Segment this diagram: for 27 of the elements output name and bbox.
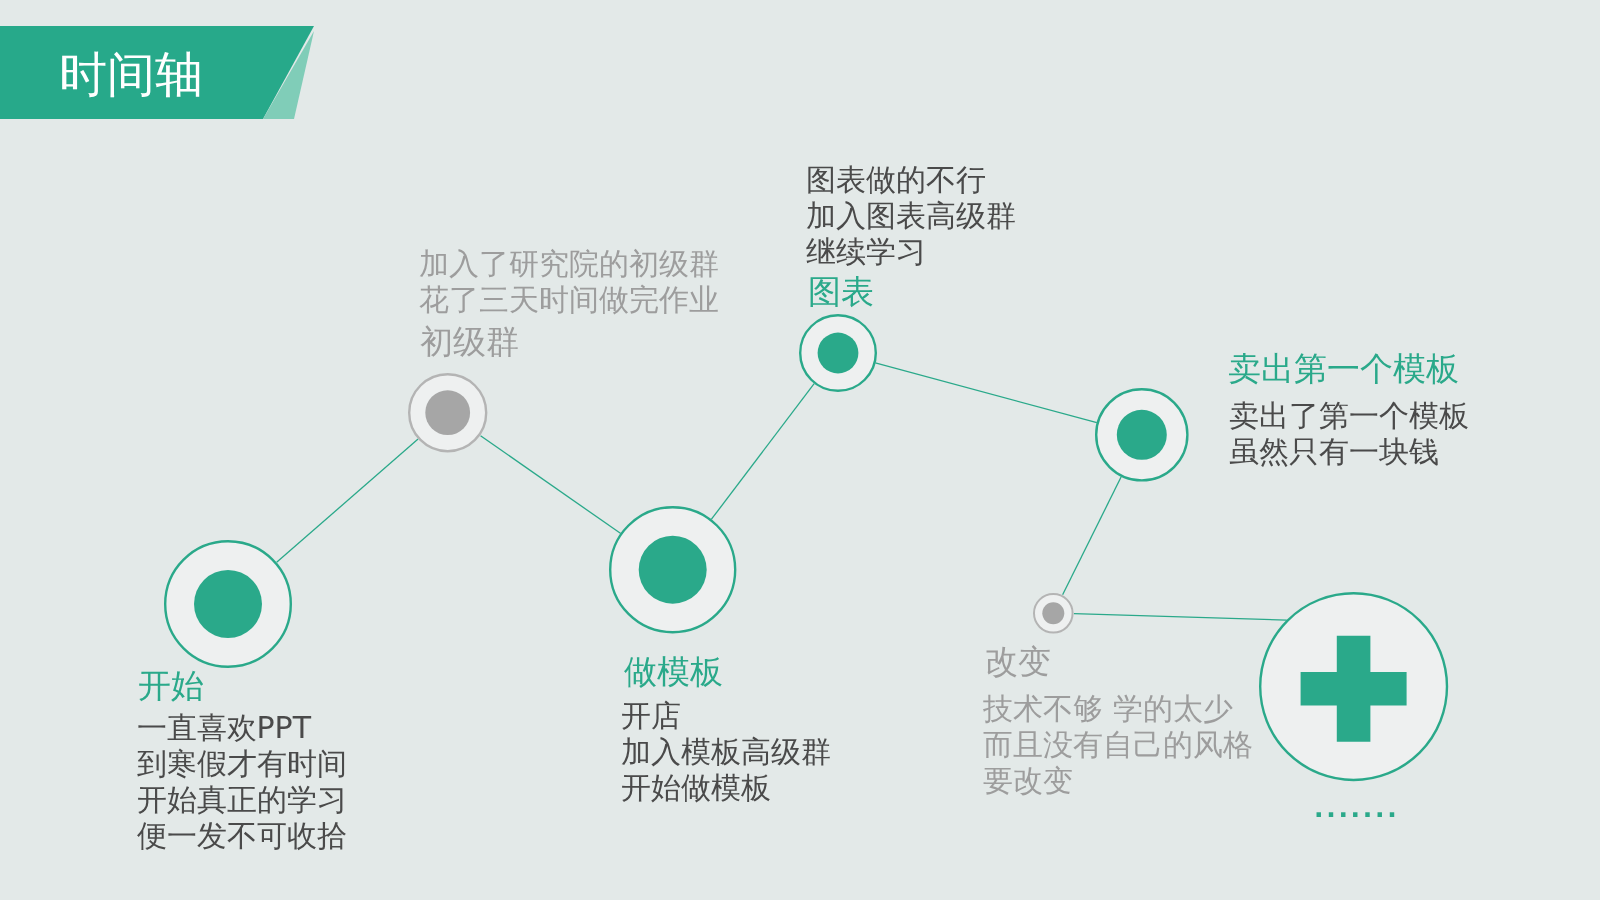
milestone-circle bbox=[164, 540, 293, 669]
milestone-circle bbox=[1095, 388, 1189, 482]
milestone-title: 开始 bbox=[137, 666, 204, 706]
milestone-title: 卖出第一个模板 bbox=[1227, 349, 1459, 389]
milestone-circle bbox=[609, 506, 737, 634]
milestone-title: 做模板 bbox=[623, 651, 723, 692]
milestone-title: 图表 bbox=[808, 271, 874, 312]
connector-line bbox=[479, 435, 622, 535]
ellipsis: ....... bbox=[1314, 796, 1400, 821]
milestone-circle bbox=[1033, 592, 1074, 634]
milestone-description: 技术不够 学的太少而且没有自己的风格要改变 bbox=[983, 690, 1254, 799]
connector-line bbox=[1073, 612, 1288, 621]
milestone-description: 卖出了第一个模板虽然只有一块钱 bbox=[1228, 398, 1470, 471]
milestone-circle bbox=[798, 313, 877, 392]
milestone-description: 开店加入模板高级群开始做模板 bbox=[621, 698, 832, 806]
connector-line bbox=[874, 362, 1098, 424]
milestone-title: 改变 bbox=[985, 642, 1051, 683]
milestone-description: 图表做的不行加入图表高级群继续学习 bbox=[806, 162, 1017, 271]
title: 时间轴 bbox=[59, 45, 203, 103]
milestone-description: 一直喜欢PPT到寒假才有时间开始真正的学习便一发不可收拾 bbox=[136, 709, 348, 854]
connector-line bbox=[710, 383, 815, 520]
milestone-circle bbox=[408, 373, 488, 453]
connector-line bbox=[1062, 476, 1122, 596]
connector-line bbox=[276, 438, 419, 563]
milestone-description: 加入了研究院的初级群花了三天时间做完作业 bbox=[418, 246, 720, 319]
milestone-title: 初级群 bbox=[419, 322, 519, 363]
milestone-circle bbox=[1259, 592, 1449, 782]
